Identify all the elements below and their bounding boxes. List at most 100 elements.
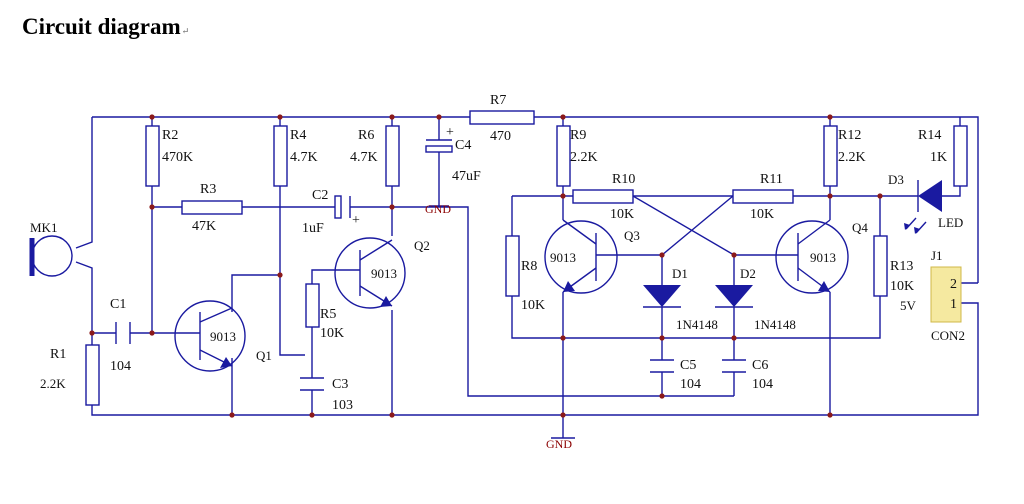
c6-ref: C6 (752, 358, 768, 373)
r11-value: 10K (750, 207, 774, 222)
capacitor-c1: C1 104 (110, 297, 131, 374)
mk1-ref: MK1 (30, 220, 57, 235)
gnd-label-top: GND (425, 202, 451, 216)
wiring (75, 116, 979, 438)
r14-value: 1K (930, 150, 947, 165)
r3-value: 47K (192, 219, 216, 234)
c6-value: 104 (752, 377, 773, 392)
ground-symbol-c4: GND (425, 202, 451, 216)
r4-value: 4.7K (290, 150, 318, 165)
q4-value: 9013 (810, 250, 836, 265)
q1-value: 9013 (210, 329, 236, 344)
d3-value: LED (938, 215, 963, 230)
d1-value: 1N4148 (676, 317, 718, 332)
r10-ref: R10 (612, 172, 635, 187)
transistor-q1: 9013 Q1 (174, 300, 272, 372)
r2-ref: R2 (162, 128, 178, 143)
ground-symbol-bottom: GND (546, 437, 575, 451)
led-d3: D3 LED (888, 172, 963, 234)
resistor-r8: R8 10K (505, 235, 545, 313)
c4-plus-sign: + (446, 125, 454, 140)
capacitor-c2: C2 1uF + (302, 188, 360, 236)
r2-value: 470K (162, 150, 193, 165)
q3-ref: Q3 (624, 228, 640, 243)
r1-value: 2.2K (40, 376, 66, 391)
j1-pin-2: 2 (950, 277, 957, 292)
q2-value: 9013 (371, 266, 397, 281)
resistor-r9: R9 2.2K (556, 125, 598, 187)
r14-ref: R14 (918, 128, 941, 143)
r5-value: 10K (320, 326, 344, 341)
r13-ref: R13 (890, 259, 913, 274)
d2-value: 1N4148 (754, 317, 796, 332)
r12-value: 2.2K (838, 150, 866, 165)
j1-pin-1: 1 (950, 297, 957, 312)
c2-value: 1uF (302, 221, 324, 236)
transistor-q3: 9013 Q3 (544, 219, 640, 294)
resistor-r13: R13 10K (873, 235, 914, 297)
resistor-r3: R3 47K (181, 182, 243, 234)
c5-value: 104 (680, 377, 701, 392)
connector-j1: 2 1 J1 5V CON2 (900, 248, 965, 343)
r6-ref: R6 (358, 128, 374, 143)
c3-ref: C3 (332, 377, 348, 392)
resistor-r5: R5 10K (305, 283, 344, 341)
q2-ref: Q2 (414, 238, 430, 253)
r8-value: 10K (521, 298, 545, 313)
c1-value: 104 (110, 359, 131, 374)
gnd-label-bottom: GND (546, 437, 572, 451)
resistor-r6: R6 4.7K (350, 125, 400, 187)
diode-d2: D2 1N4148 (715, 266, 796, 332)
resistor-r7: R7 470 (469, 93, 535, 144)
resistor-r4: R4 4.7K (273, 125, 318, 187)
c2-plus-sign: + (352, 213, 360, 228)
r12-ref: R12 (838, 128, 861, 143)
r6-value: 4.7K (350, 150, 378, 165)
r7-ref: R7 (490, 93, 506, 108)
q3-value: 9013 (550, 250, 576, 265)
c4-value: 47uF (452, 169, 481, 184)
transistor-q2: 9013 Q2 (334, 237, 430, 309)
diode-d1: D1 1N4148 (643, 266, 718, 332)
r9-value: 2.2K (570, 150, 598, 165)
microphone-mk1: MK1 (29, 220, 73, 277)
resistor-r10: R10 10K (572, 172, 635, 222)
return-mark: ↵ (181, 26, 190, 36)
capacitor-c5: C5 104 (650, 358, 701, 392)
d3-ref: D3 (888, 172, 904, 187)
r7-value: 470 (490, 129, 511, 144)
r1-ref: R1 (50, 347, 66, 362)
resistor-r2: R2 470K (145, 125, 193, 187)
d1-ref: D1 (672, 266, 688, 281)
page-title: Circuit diagram↵ (22, 14, 190, 39)
r4-ref: R4 (290, 128, 306, 143)
j1-ref: J1 (931, 248, 943, 263)
capacitor-c3: C3 103 (300, 377, 353, 413)
r3-ref: R3 (200, 182, 216, 197)
c2-ref: C2 (312, 188, 328, 203)
r13-value: 10K (890, 279, 914, 294)
resistor-r11: R11 10K (732, 172, 794, 222)
capacitor-c4: + C4 47uF (425, 125, 481, 184)
junction-dots (89, 114, 883, 418)
r11-ref: R11 (760, 172, 783, 187)
transistor-q4: 9013 Q4 (773, 219, 868, 294)
c4-ref: C4 (455, 138, 471, 153)
c5-ref: C5 (680, 358, 696, 373)
q1-ref: Q1 (256, 348, 272, 363)
j1-value: CON2 (931, 328, 965, 343)
r9-ref: R9 (570, 128, 586, 143)
j1-voltage: 5V (900, 298, 917, 313)
capacitor-c6: C6 104 (722, 358, 773, 392)
resistor-r1: R1 2.2K (40, 344, 100, 406)
c1-ref: C1 (110, 297, 126, 312)
r10-value: 10K (610, 207, 634, 222)
q4-ref: Q4 (852, 220, 868, 235)
d2-ref: D2 (740, 266, 756, 281)
resistor-r14: R14 1K (918, 125, 968, 187)
resistor-r12: R12 2.2K (823, 125, 866, 187)
r8-ref: R8 (521, 259, 537, 274)
r5-ref: R5 (320, 307, 336, 322)
c3-value: 103 (332, 398, 353, 413)
